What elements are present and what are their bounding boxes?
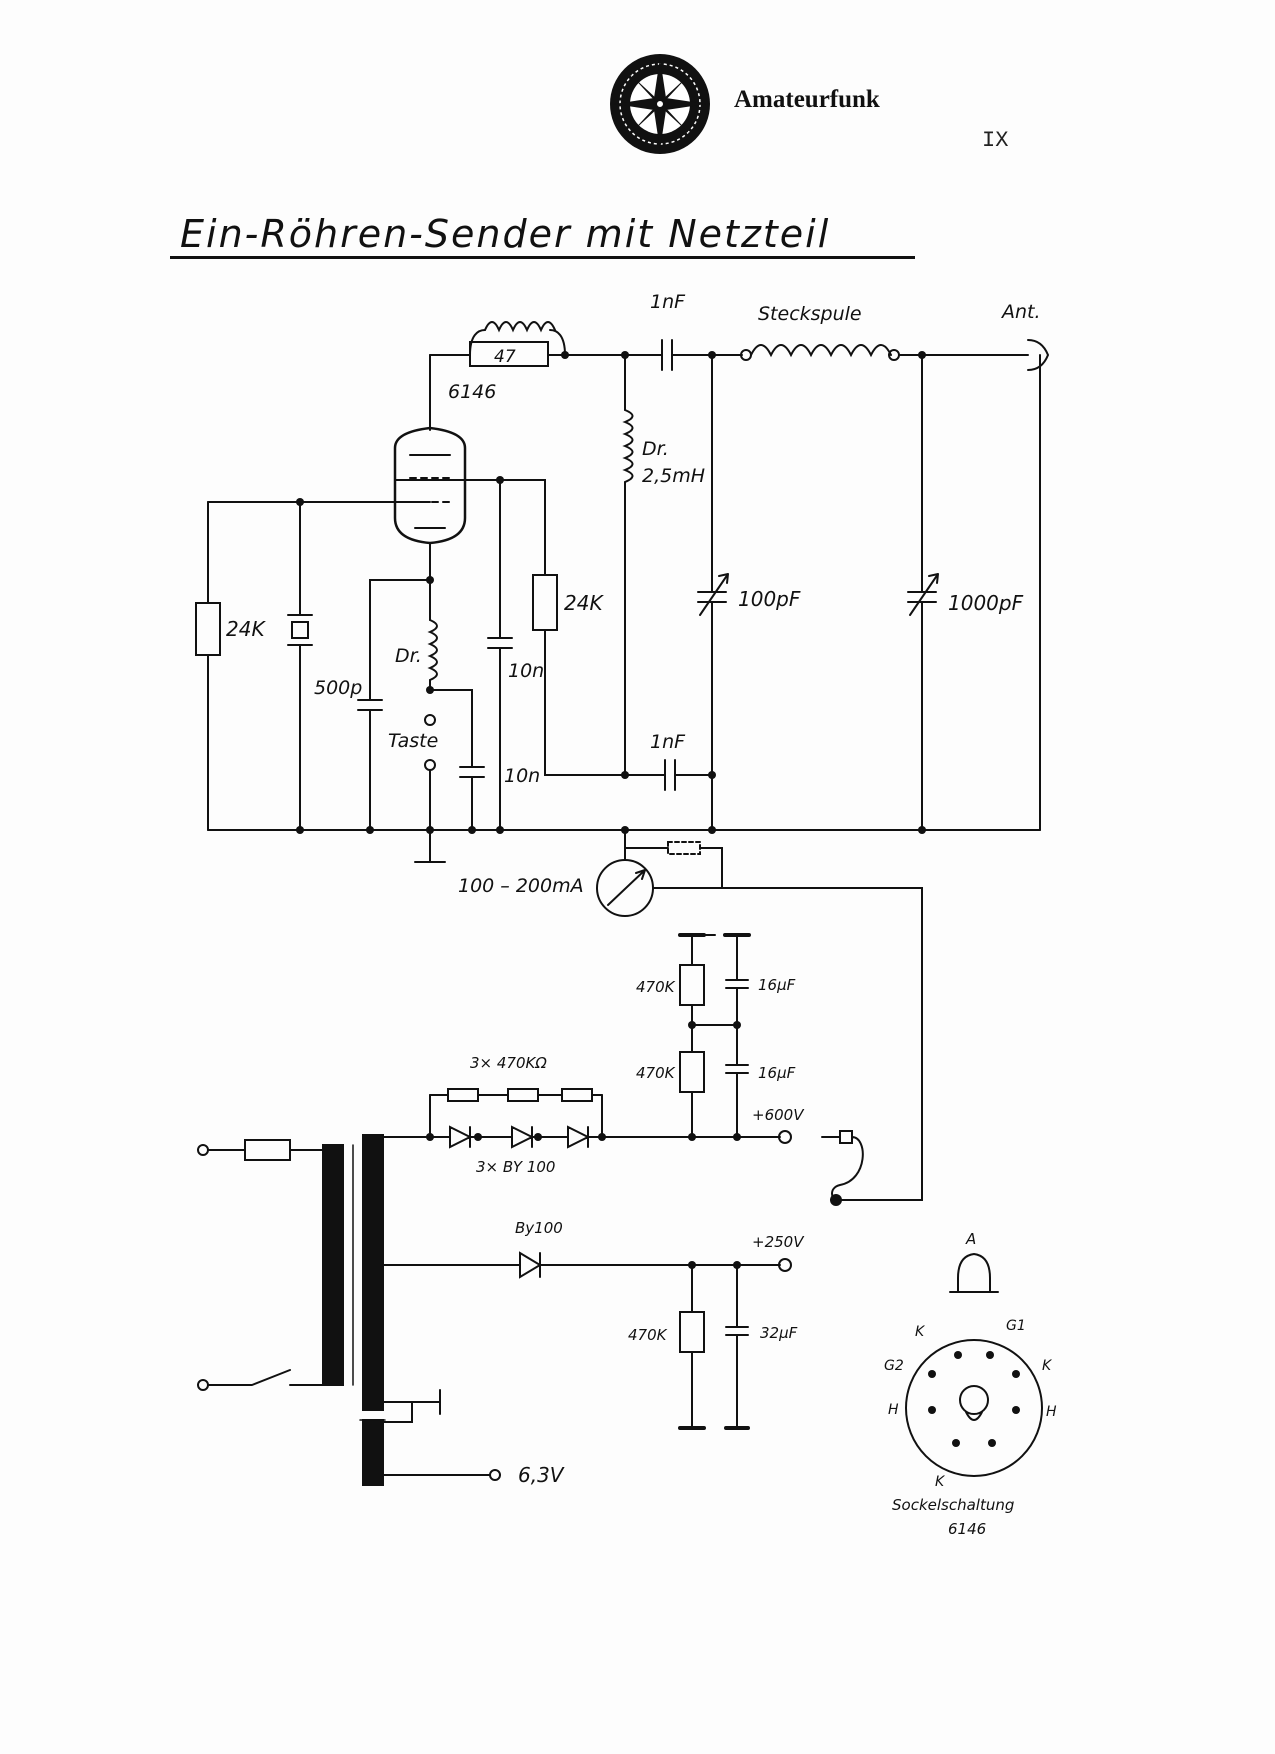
label-taste: Taste — [388, 730, 438, 752]
label-cap-1000pf: 1000pF — [948, 591, 1024, 615]
label-res-screen: 24K — [564, 591, 604, 615]
label-diodes: 3× BY 100 — [476, 1158, 555, 1176]
label-res-grid: 24K — [226, 617, 266, 641]
label-tube: 6146 — [448, 381, 496, 403]
label-cap-top: 1nF — [650, 291, 686, 313]
socket-caption-1: Sockelschaltung — [892, 1496, 1014, 1514]
title-underline — [170, 256, 915, 259]
socket-pin-h2: H — [888, 1402, 899, 1418]
junction-dots — [296, 351, 1020, 1447]
label-cap-10n-a: 10n — [508, 660, 544, 682]
label-antenna: Ant. — [1000, 301, 1041, 323]
label-anode-res: 47 — [494, 347, 516, 367]
label-r470-3: 470K — [628, 1326, 668, 1344]
label-c16-2: 16µF — [758, 1064, 796, 1082]
brand-name: Amateurfunk — [734, 86, 880, 113]
compass-rose-icon — [610, 54, 710, 154]
label-cap-10n-b: 10n — [504, 765, 540, 787]
label-diode-single: By100 — [515, 1219, 563, 1237]
label-c32: 32µF — [760, 1324, 798, 1342]
label-steckspule: Steckspule — [758, 303, 862, 325]
socket-pin-g2: G2 — [884, 1358, 904, 1374]
label-choke-cat: Dr. — [395, 645, 422, 667]
socket-pin-k2: K — [1042, 1358, 1053, 1374]
label-v250: +250V — [752, 1233, 805, 1251]
label-r470-1: 470K — [636, 978, 676, 996]
socket-pin-k3: K — [935, 1474, 946, 1490]
label-choke-val: 2,5mH — [642, 465, 705, 487]
label-v600: +600V — [752, 1106, 805, 1124]
socket-pin-g1: G1 — [1006, 1318, 1026, 1334]
label-cap-bottom: 1nF — [650, 731, 686, 753]
socket-pin-h1: H — [1046, 1404, 1057, 1420]
label-res-chain: 3× 470KΩ — [470, 1054, 547, 1072]
socket-anode: A — [965, 1230, 976, 1248]
label-meter: 100 – 200mA — [458, 875, 584, 897]
socket-pin-k1: K — [915, 1324, 926, 1340]
label-cap-100pf: 100pF — [738, 587, 801, 611]
label-choke-dr: Dr. — [642, 438, 669, 460]
page-title: Ein-Röhren-Sender mit Netzteil — [180, 212, 831, 256]
page-number: IX — [982, 128, 1009, 153]
label-v63: 6,3V — [518, 1463, 565, 1487]
label-r470-2: 470K — [636, 1064, 676, 1082]
label-c16-1: 16µF — [758, 976, 796, 994]
label-cap-500p: 500p — [314, 677, 362, 699]
socket-caption-2: 6146 — [948, 1520, 986, 1538]
